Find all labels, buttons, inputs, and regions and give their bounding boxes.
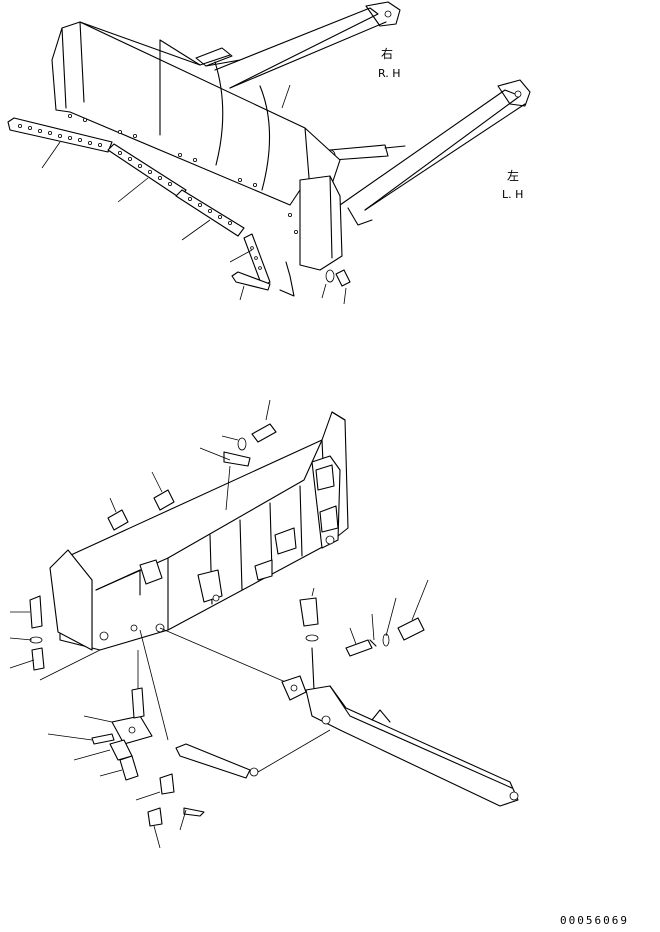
cutting-edge-3: [175, 189, 245, 241]
nut-washer: [321, 269, 351, 305]
v-blade-moldboard: [51, 21, 343, 271]
bolt-and-washer-top: [199, 399, 277, 511]
linkage-lines: [39, 627, 291, 741]
hinge-plate: [83, 687, 153, 745]
rh-kanji-label: 右: [381, 47, 394, 61]
upper-blade-assembly: [7, 1, 531, 305]
left-bolts: [9, 595, 45, 671]
lh-push-arm: [339, 79, 531, 226]
blade-bolt-holes: [68, 114, 298, 234]
rh-push-arm: [195, 1, 401, 89]
pins-lower-left: [47, 733, 139, 781]
lower-cylinder: [175, 729, 331, 779]
clips-lower: [135, 773, 205, 849]
end-bit: [229, 233, 295, 297]
cutting-edge-1: [7, 117, 113, 169]
grease-fittings: [107, 471, 175, 531]
cutting-edge-2: [107, 143, 187, 203]
pin-and-bolt-set: [345, 579, 429, 657]
lh-label: L. H: [502, 188, 524, 201]
lower-frame-assembly: [9, 399, 519, 849]
pivot-bracket: [281, 587, 319, 701]
lower-push-arm: [305, 685, 519, 807]
frame-brackets: [99, 464, 339, 641]
plow-bolt: [231, 271, 271, 301]
rh-label: R. H: [378, 67, 401, 80]
lh-kanji-label: 左: [507, 169, 520, 183]
drawing-number: 00056069: [560, 914, 629, 927]
